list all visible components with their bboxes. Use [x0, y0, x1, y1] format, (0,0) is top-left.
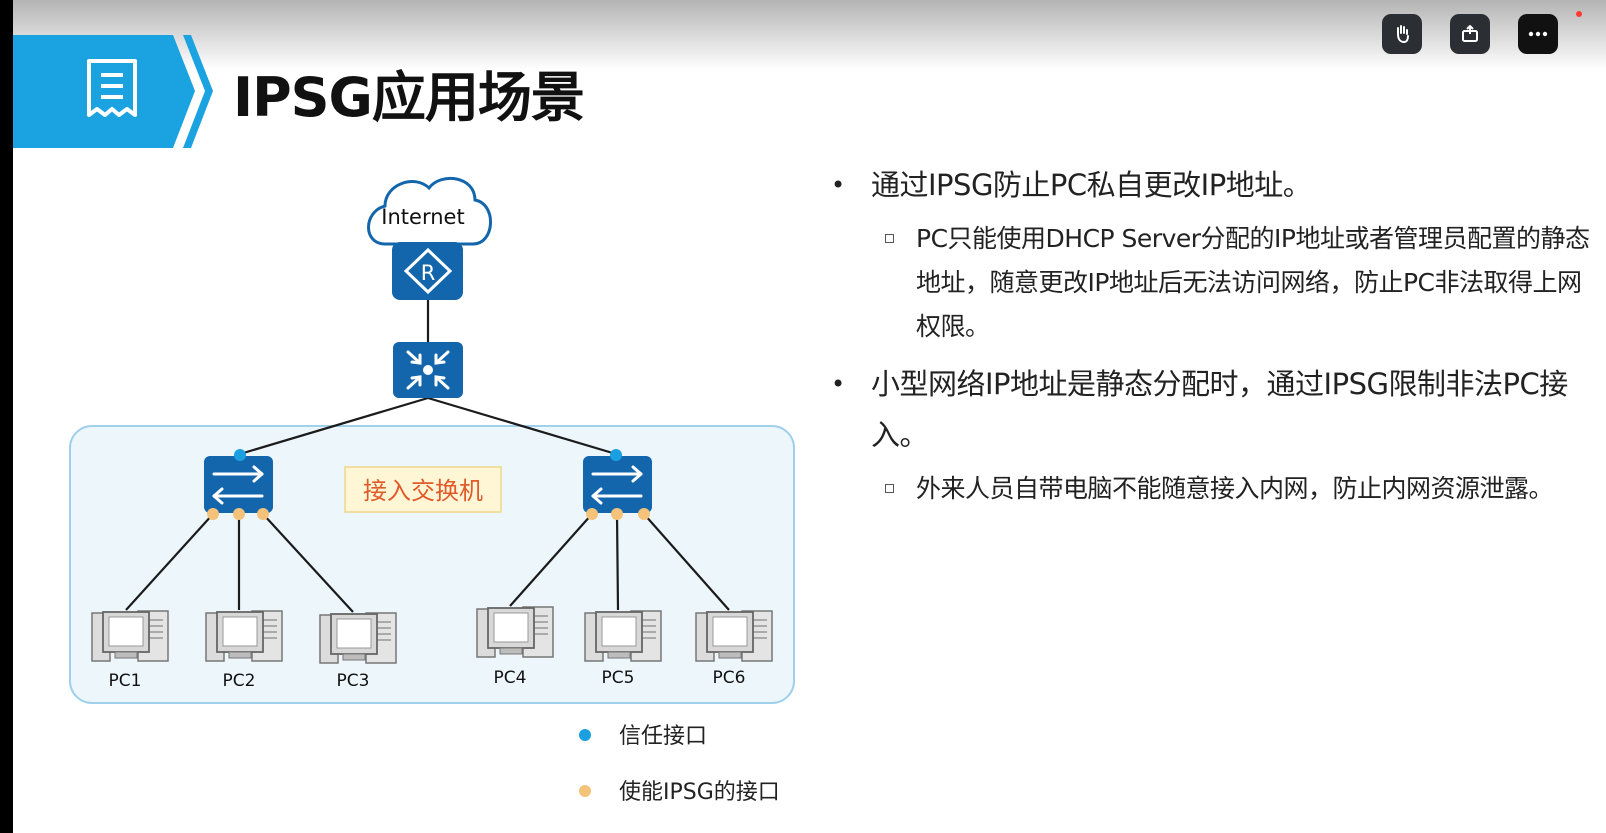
pc-icon-1: [91, 610, 169, 662]
internet-cloud: Internet: [367, 177, 492, 246]
slide: IPSG应用场景 Internet R: [13, 0, 1606, 833]
network-diagram: Internet R: [69, 177, 795, 805]
legend-label-trusted: 信任接口: [619, 724, 707, 749]
legend: 信任接口 使能IPSG的接口: [579, 724, 780, 805]
hand-icon: [1397, 25, 1409, 44]
pc-icon-2: [205, 610, 283, 662]
legend-dot-ipsg: [579, 785, 591, 797]
top-shade: [13, 0, 1606, 70]
pc-icon-6: [695, 610, 773, 662]
internet-label: Internet: [381, 205, 464, 229]
share-button[interactable]: [1450, 14, 1490, 54]
more-button[interactable]: [1518, 14, 1558, 54]
sub-bullet-2: 外来人员自带电脑不能随意接入内网，防止内网资源泄露。: [831, 467, 1591, 511]
pc-icon-4: [476, 606, 554, 658]
pc-icon-3: [319, 612, 397, 664]
share-icon: [1462, 25, 1478, 42]
router-letter: R: [421, 261, 436, 285]
core-switch-icon: [393, 342, 463, 398]
pc-label-1: PC1: [109, 671, 142, 691]
pc-label-6: PC6: [713, 668, 746, 688]
access-switch-left-icon: [204, 456, 273, 513]
ipsg-interface-dots: [207, 508, 650, 520]
document-icon: [87, 59, 137, 117]
notification-dot: [1576, 11, 1582, 17]
access-switch-label: 接入交换机: [344, 466, 502, 513]
legend-dot-trusted: [579, 729, 591, 741]
pc-label-2: PC2: [223, 671, 256, 691]
bullet-item-2: •小型网络IP地址是静态分配时，通过IPSG限制非法PC接入。: [831, 367, 1568, 452]
bullet-text-1: 通过IPSG防止PC私自更改IP地址。: [871, 168, 1312, 202]
title-banner: [13, 35, 213, 148]
sub-bullet-text-2: 外来人员自带电脑不能随意接入内网，防止内网资源泄露。: [916, 474, 1554, 503]
trusted-interface-dots: [234, 449, 622, 461]
pc-label-5: PC5: [602, 668, 635, 688]
legend-label-ipsg: 使能IPSG的接口: [619, 780, 780, 805]
page-title: IPSG应用场景: [233, 66, 585, 129]
hand-tool-button[interactable]: [1382, 14, 1422, 54]
pc-label-4: PC4: [494, 668, 527, 688]
bullet-item-1: •通过IPSG防止PC私自更改IP地址。: [831, 168, 1312, 202]
sub-bullet-1: PC只能使用DHCP Server分配的IP地址或者管理员配置的静态地址，随意更…: [831, 217, 1591, 349]
bullet-text-2: 小型网络IP地址是静态分配时，通过IPSG限制非法PC接入。: [871, 367, 1568, 452]
pc-group: PC1 PC2 PC3 PC4 PC5 PC6: [91, 606, 773, 691]
links: [125, 298, 730, 613]
more-icon: [1528, 31, 1548, 37]
pc-icon-5: [584, 610, 662, 662]
pc-label-3: PC3: [337, 671, 370, 691]
router-icon: R: [392, 242, 463, 300]
access-switch-right-icon: [583, 456, 652, 513]
svg-text:接入交换机: 接入交换机: [363, 477, 483, 505]
bullet-list: •通过IPSG防止PC私自更改IP地址。 PC只能使用DHCP Server分配…: [831, 160, 1591, 521]
sub-bullet-text-1: PC只能使用DHCP Server分配的IP地址或者管理员配置的静态地址，随意更…: [916, 224, 1590, 341]
